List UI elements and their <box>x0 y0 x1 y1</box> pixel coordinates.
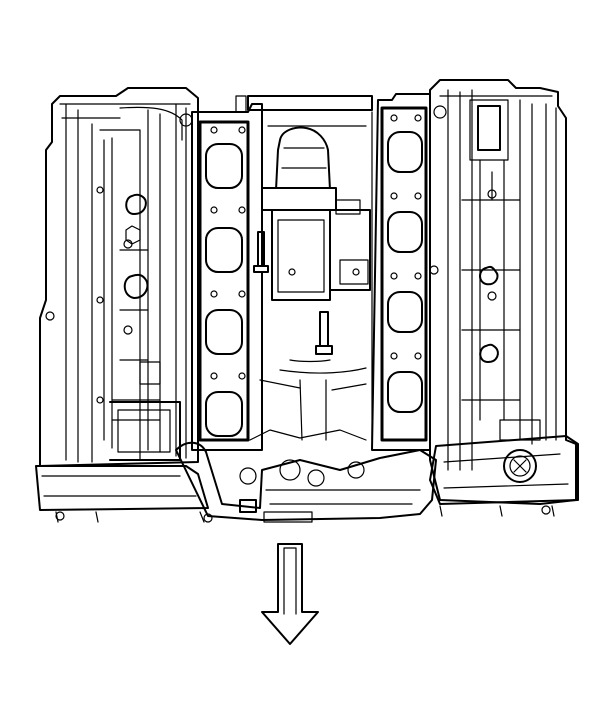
direction-arrow-down <box>261 543 319 645</box>
valley-bolts <box>253 231 333 355</box>
engine-valley <box>247 95 373 441</box>
right-intake-runner-bank <box>371 93 431 451</box>
left-intake-runner-bank <box>191 95 263 451</box>
valley-sensor-module <box>261 126 371 301</box>
left-cylinder-head <box>39 87 199 467</box>
front-cover <box>35 429 579 523</box>
right-cylinder-head <box>429 79 577 505</box>
